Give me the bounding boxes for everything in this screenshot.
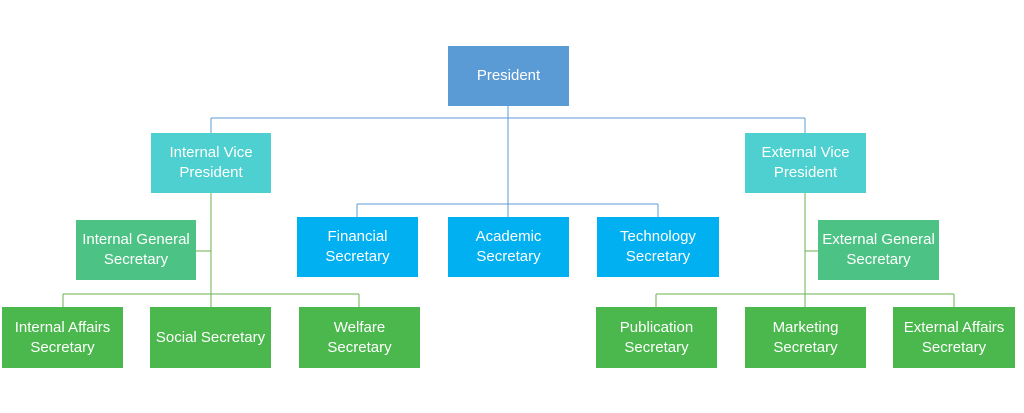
social-secretary-node: Social Secretary xyxy=(150,307,271,368)
technology-secretary-node: Technology Secretary xyxy=(597,217,719,277)
academic-secretary-node: Academic Secretary xyxy=(448,217,569,277)
external-vice-president-node: External Vice President xyxy=(745,133,866,193)
president-node: President xyxy=(448,46,569,106)
external-affairs-secretary-node: External Affairs Secretary xyxy=(893,307,1015,368)
welfare-secretary-node: Welfare Secretary xyxy=(299,307,420,368)
marketing-secretary-node: Marketing Secretary xyxy=(745,307,866,368)
internal-vice-president-node: Internal Vice President xyxy=(151,133,271,193)
financial-secretary-node: Financial Secretary xyxy=(297,217,418,277)
publication-secretary-node: Publication Secretary xyxy=(596,307,717,368)
internal-general-secretary-node: Internal General Secretary xyxy=(76,220,196,280)
external-general-secretary-node: External General Secretary xyxy=(818,220,939,280)
internal-affairs-secretary-node: Internal Affairs Secretary xyxy=(2,307,123,368)
